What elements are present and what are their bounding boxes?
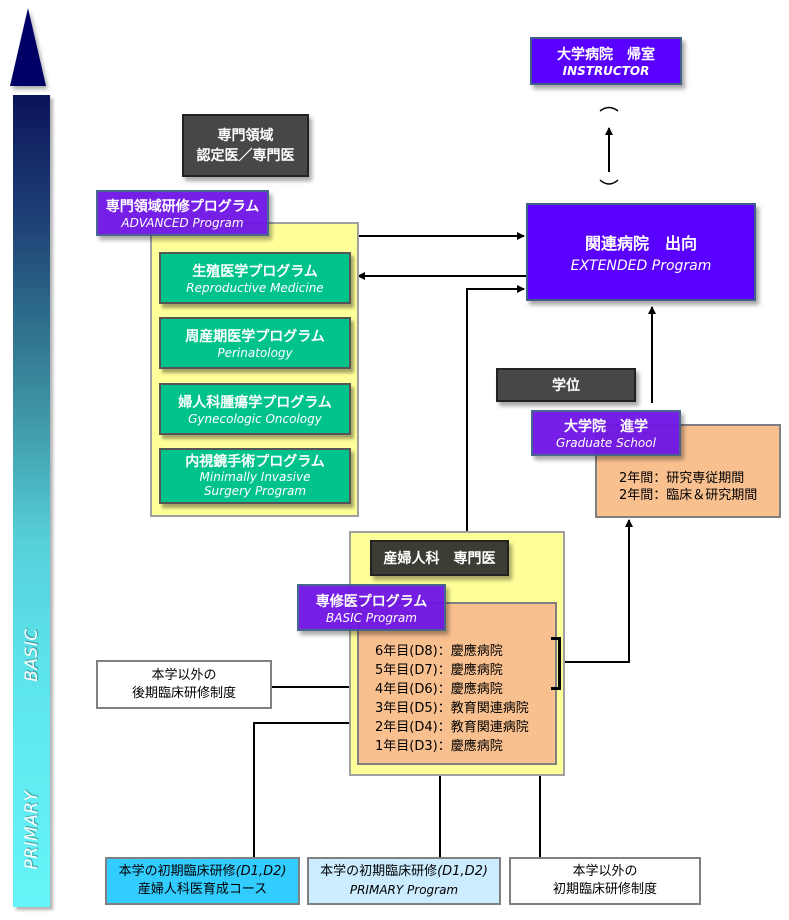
level-label-basic: BASIC	[22, 628, 42, 682]
bottom-line1-code: (D1,D2)	[235, 864, 287, 879]
program-perinatology[interactable]: 周産期医学プログラム Perinatology	[159, 317, 351, 369]
program-subtitle: Gynecologic Oncology	[188, 412, 322, 426]
program-title: 生殖医学プログラム	[192, 264, 318, 280]
graduate-subtitle: Graduate School	[556, 436, 656, 450]
basic-years-box: 6年目(D8)：慶應病院 5年目(D7)：慶應病院 4年目(D6)：慶應病院 3…	[357, 602, 557, 765]
program-subtitle: Minimally Invasive	[199, 470, 311, 484]
extended-title: 関連病院 出向	[584, 234, 697, 253]
bottom-line2: 初期臨床研修制度	[552, 882, 657, 897]
basic-title: 専修医プログラム	[315, 593, 428, 610]
external-late-box: 本学以外の 後期臨床研修制度	[96, 660, 272, 709]
instructor-box: 大学病院 帰室 INSTRUCTOR	[530, 37, 682, 85]
external-late-line1: 本学以外の	[151, 667, 217, 683]
degree-box: 学位	[496, 368, 636, 402]
bracket-d6-d8	[551, 637, 561, 690]
graduate-label: 大学院 進学 Graduate School	[531, 410, 681, 456]
basic-subtitle: BASIC Program	[326, 610, 417, 625]
graduate-line: 2年間：臨床＆研究期間	[619, 488, 758, 503]
program-title: 婦人科腫瘍学プログラム	[178, 395, 332, 411]
paren-top-icon	[599, 106, 619, 112]
program-subtitle-2: Surgery Program	[203, 484, 307, 498]
year-row: 6年目(D8)：慶應病院	[375, 644, 503, 659]
graduate-line: 2年間：研究専従期間	[619, 471, 745, 486]
program-title: 内視鏡手術プログラム	[185, 454, 325, 470]
advanced-label: 専門領域研修プログラム ADVANCED Program	[96, 190, 269, 236]
instructor-subtitle: INSTRUCTOR	[562, 64, 650, 78]
obgyn-specialist-box: 産婦人科 専門医	[370, 540, 509, 576]
graduate-title: 大学院 進学	[564, 419, 648, 435]
program-title: 周産期医学プログラム	[185, 329, 325, 345]
year-row: 2年目(D4)：教育関連病院	[375, 720, 529, 735]
specialist-cert-line2: 認定医／専門医	[196, 147, 295, 164]
bottom-line1: 本学以外の	[572, 864, 638, 879]
bottom-line2: PRIMARY Program	[349, 883, 459, 897]
paren-bottom-icon	[599, 179, 619, 185]
advanced-subtitle: ADVANCED Program	[121, 216, 244, 230]
year-row: 5年目(D7)：慶應病院	[375, 663, 503, 678]
program-subtitle: Reproductive Medicine	[186, 281, 324, 295]
specialist-cert-box: 専門領域 認定医／専門医	[182, 114, 309, 177]
level-label-primary: PRIMARY	[22, 790, 42, 870]
obgyn-course-box: 本学の初期臨床研修(D1,D2) 産婦人科医育成コース	[105, 857, 300, 905]
primary-program-box: 本学の初期臨床研修(D1,D2) PRIMARY Program	[307, 857, 501, 905]
advanced-title: 専門領域研修プログラム	[105, 199, 260, 215]
bottom-line1-code: (D1,D2)	[437, 864, 488, 879]
arrow-basic-to-graduate	[563, 519, 633, 663]
year-row: 3年目(D5)：教育関連病院	[375, 701, 529, 716]
program-subtitle: Perinatology	[217, 346, 293, 360]
arrow-specialist-to-extended	[466, 285, 525, 531]
external-late-line2: 後期臨床研修制度	[131, 685, 236, 701]
program-reproductive[interactable]: 生殖医学プログラム Reproductive Medicine	[159, 252, 351, 304]
degree-label: 学位	[552, 378, 580, 394]
bottom-line1: 本学の初期臨床研修	[118, 864, 236, 879]
extended-subtitle: EXTENDED Program	[570, 258, 712, 274]
bottom-line2: 産婦人科医育成コース	[137, 882, 268, 897]
program-endoscopic[interactable]: 内視鏡手術プログラム Minimally Invasive Surgery Pr…	[159, 448, 351, 504]
bottom-line1: 本学の初期臨床研修	[320, 864, 438, 879]
specialist-cert-line1: 専門領域	[217, 127, 274, 144]
instructor-title: 大学病院 帰室	[557, 47, 655, 63]
obgyn-specialist-label: 産婦人科 専門医	[383, 551, 496, 567]
program-oncology[interactable]: 婦人科腫瘍学プログラム Gynecologic Oncology	[159, 383, 351, 435]
year-row: 1年目(D3)：慶應病院	[375, 739, 503, 754]
extended-box: 関連病院 出向 EXTENDED Program	[526, 203, 756, 301]
basic-label: 専修医プログラム BASIC Program	[297, 584, 446, 631]
level-axis	[13, 95, 50, 907]
external-initial-box: 本学以外の 初期臨床研修制度	[509, 857, 701, 905]
up-arrow-icon	[10, 8, 46, 86]
year-row: 4年目(D6)：慶應病院	[375, 682, 503, 697]
arrow-course-to-year2	[253, 719, 366, 857]
